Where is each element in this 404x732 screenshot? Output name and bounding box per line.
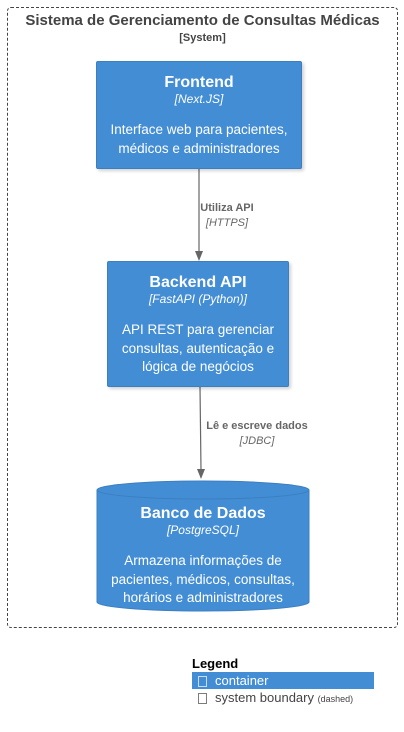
boundary-swatch-icon bbox=[198, 693, 207, 704]
relation-api-label: Utiliza API bbox=[200, 202, 254, 214]
backend-desc-line: consultas, autenticação e bbox=[121, 340, 275, 356]
legend-item-note: (dashed) bbox=[317, 694, 354, 704]
frontend-desc-line: médicos e administradores bbox=[118, 140, 280, 156]
backend-desc-line: API REST para gerenciar bbox=[121, 322, 275, 337]
database-desc-line: pacientes, médicos, consultas, bbox=[111, 571, 295, 587]
database-cylinder-shape bbox=[96, 480, 310, 612]
frontend-name: Frontend bbox=[164, 74, 234, 91]
legend-item-label: system boundary bbox=[215, 690, 314, 705]
backend-description: API REST para gerenciar consultas, auten… bbox=[108, 321, 288, 377]
database-description: Armazena informações de pacientes, médic… bbox=[96, 552, 310, 608]
legend-item-label: container bbox=[215, 673, 269, 688]
system-boundary: Sistema de Gerenciamento de Consultas Mé… bbox=[7, 7, 398, 628]
relation-data-label: Lê e escreve dados bbox=[206, 420, 308, 432]
legend-item-boundary: system boundary (dashed) bbox=[192, 689, 374, 706]
backend-tech: [FastAPI (Python)] bbox=[148, 292, 248, 306]
database-name: Banco de Dados bbox=[140, 505, 266, 522]
relation-data-tech: [JDBC] bbox=[239, 435, 275, 447]
database-tech: [PostgreSQL] bbox=[166, 523, 240, 537]
container-backend[interactable]: Backend API [FastAPI (Python)] API REST … bbox=[107, 261, 289, 387]
database-desc-line: horários e administradores bbox=[123, 590, 283, 605]
frontend-desc-line: Interface web para pacientes, bbox=[110, 122, 288, 137]
backend-desc-line: lógica de negócios bbox=[142, 359, 254, 374]
container-swatch-icon bbox=[198, 676, 207, 687]
relation-label-api: Utiliza API [HTTPS] bbox=[168, 201, 286, 231]
legend-item-container: container bbox=[192, 672, 374, 689]
boundary-title: Sistema de Gerenciamento de Consultas Mé… bbox=[25, 12, 380, 29]
legend-title: Legend bbox=[192, 656, 239, 671]
frontend-description: Interface web para pacientes, médicos e … bbox=[97, 121, 301, 158]
legend: Legend container system boundary (dashed… bbox=[192, 656, 374, 706]
database-desc-line: Armazena informações de bbox=[124, 553, 282, 568]
container-frontend[interactable]: Frontend [Next.JS] Interface web para pa… bbox=[96, 61, 302, 169]
container-database[interactable]: Banco de Dados [PostgreSQL] Armazena inf… bbox=[96, 480, 310, 612]
backend-name: Backend API bbox=[149, 274, 247, 291]
relation-label-data: Lê e escreve dados [JDBC] bbox=[190, 419, 324, 449]
frontend-tech: [Next.JS] bbox=[174, 92, 224, 106]
boundary-type: [System] bbox=[179, 32, 226, 44]
relation-api-tech: [HTTPS] bbox=[205, 217, 249, 229]
